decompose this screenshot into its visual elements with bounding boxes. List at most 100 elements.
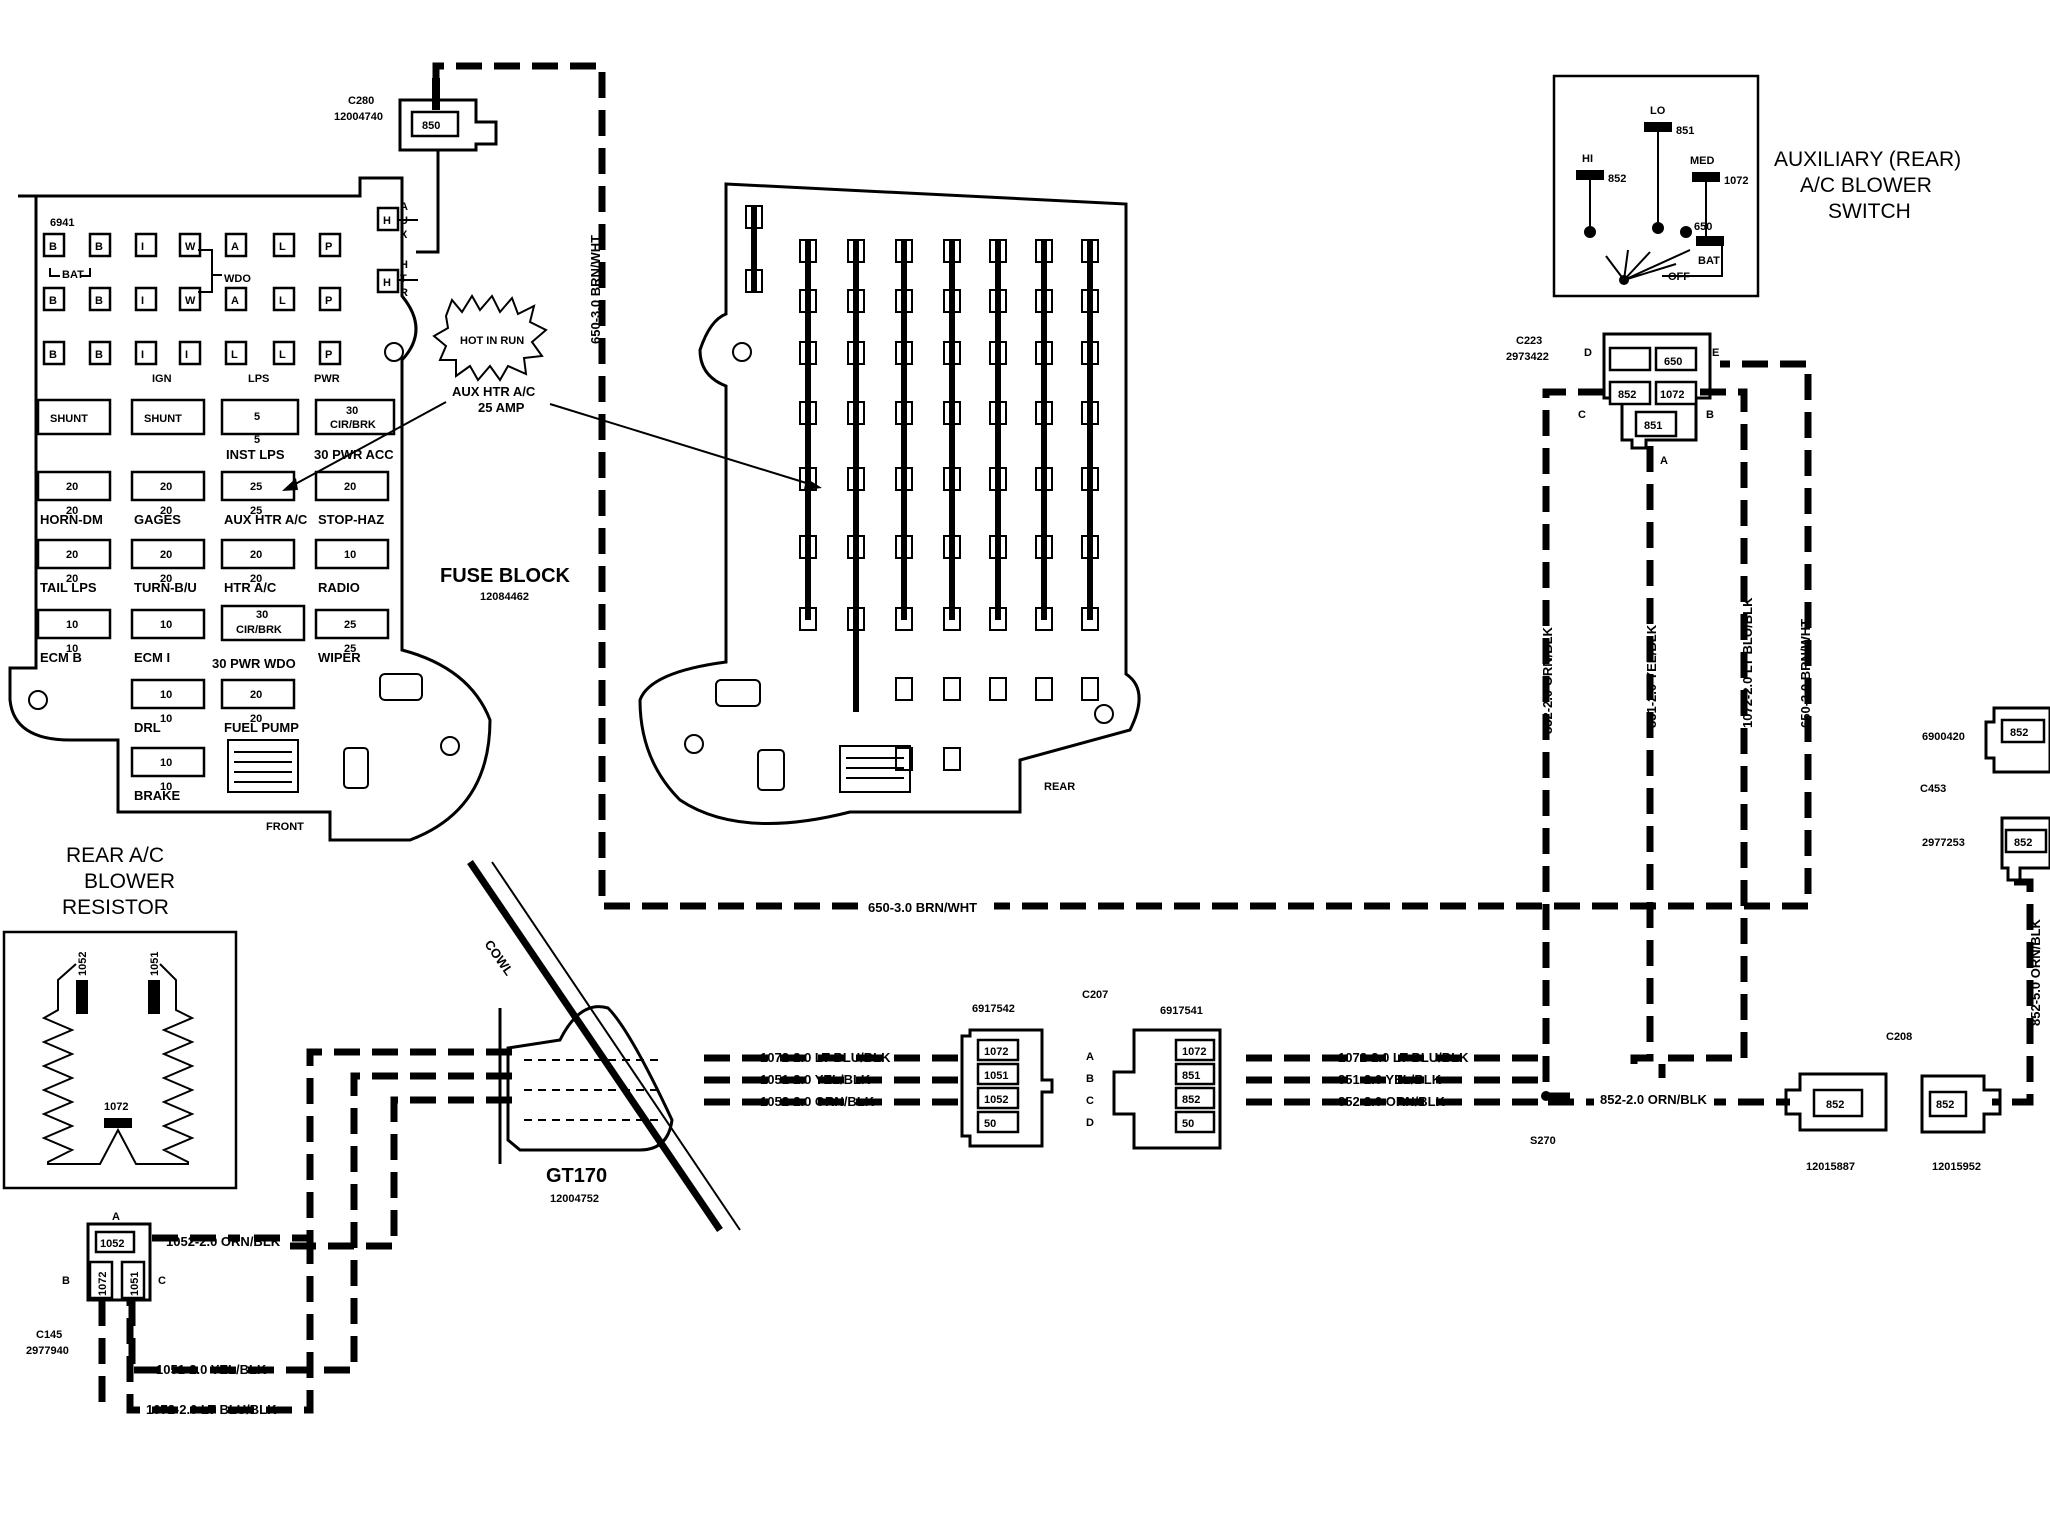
rear-fuse-terminal (895, 747, 913, 771)
svg-text:C145: C145 (36, 1329, 62, 1341)
svg-text:851-2.0 YEL/BLK: 851-2.0 YEL/BLK (1644, 624, 1659, 728)
fuse-terminal (272, 232, 296, 258)
svg-text:852-2.0 ORN/BLK: 852-2.0 ORN/BLK (1540, 626, 1555, 734)
fuse-terminal (318, 232, 342, 258)
fuse-amp-bottom: 10 (66, 643, 78, 655)
fuse-terminal (88, 232, 112, 258)
svg-text:1072: 1072 (97, 1272, 109, 1296)
fuse-label: HORN-DM (40, 512, 103, 527)
svg-text:HOT IN RUN: HOT IN RUN (460, 335, 524, 347)
fuse-amp: 20 (160, 549, 172, 561)
fuse-block-title: FUSE BLOCK (440, 565, 571, 587)
fuse-terminal (178, 232, 202, 258)
fuse-inst-lps (220, 398, 300, 436)
fuse-terminal-letter: W (185, 241, 196, 253)
bat-label: BAT (62, 269, 84, 281)
svg-text:C280: C280 (348, 95, 374, 107)
svg-text:D: D (1584, 347, 1592, 359)
fuse-terminal-letter: A (231, 241, 239, 253)
fuse-terminal (272, 340, 296, 366)
connector-c223: C223 2973422 650 852 1072 851 D E C B A (1506, 332, 1719, 467)
fuse-amp-bottom: 20 (66, 573, 78, 585)
svg-text:2977253: 2977253 (1922, 837, 1965, 849)
fuse-terminal (42, 340, 66, 366)
rear-fuse-terminal (943, 747, 961, 771)
svg-text:30 PWR WDO: 30 PWR WDO (212, 656, 296, 671)
connector-c145: A B C 1052 1072 1051 C145 2977940 1052-2… (26, 1211, 281, 1417)
shunt-2 (130, 398, 206, 436)
svg-text:C207: C207 (1082, 989, 1108, 1001)
fuse-label: WIPER (318, 650, 361, 665)
fuse-terminal-letter: A (231, 295, 239, 307)
fuse (220, 678, 296, 710)
rear-blower-switch: LO 851 HI 852 MED 1072 650 BAT OFF AUXIL… (1552, 74, 1961, 298)
circuit-breaker-pwr-wdo (220, 604, 306, 642)
fuse-amp-bottom: 10 (160, 713, 172, 725)
fuse-label: RADIO (318, 580, 360, 595)
svg-text:2973422: 2973422 (1506, 351, 1549, 363)
rear-fuse-terminal (1081, 677, 1099, 701)
svg-text:BLOWER: BLOWER (84, 870, 175, 893)
c207-row-letter: C (1086, 1095, 1094, 1107)
fuse (36, 538, 112, 570)
svg-text:S270: S270 (1530, 1135, 1556, 1147)
svg-text:1072-2.0 LT BLU/BLK: 1072-2.0 LT BLU/BLK (760, 1050, 891, 1065)
fuse-label: ECM B (40, 650, 82, 665)
svg-text:12004752: 12004752 (550, 1193, 599, 1205)
svg-text:30: 30 (346, 405, 358, 417)
svg-text:C: C (158, 1275, 166, 1287)
wire-650: 650-3.0 BRN/WHT 650-3.0 BRN/WHT (432, 62, 1812, 915)
svg-text:COWL: COWL (482, 937, 517, 978)
c207-left-pin-label: 1051 (984, 1070, 1008, 1082)
svg-text:AUXILIARY (REAR): AUXILIARY (REAR) (1774, 148, 1961, 171)
fuse (130, 538, 206, 570)
fuse-terminal (134, 286, 158, 312)
pwr-label: PWR (314, 373, 340, 385)
svg-text:851: 851 (1676, 125, 1694, 137)
fuse-block-part: 12084462 (480, 591, 529, 603)
svg-text:650: 650 (1694, 221, 1712, 233)
svg-text:CIR/BRK: CIR/BRK (330, 419, 376, 431)
fuse-label: TAIL LPS (40, 580, 97, 595)
c207-row-letter: D (1086, 1117, 1094, 1129)
svg-text:1051-2.0 YEL/BLK: 1051-2.0 YEL/BLK (760, 1072, 871, 1087)
svg-text:650-3.0 BRN/WHT: 650-3.0 BRN/WHT (588, 235, 603, 344)
svg-text:1072-2.0 LT BLU/BLK: 1072-2.0 LT BLU/BLK (1740, 597, 1755, 728)
fuse (314, 538, 390, 570)
svg-text:LO: LO (1650, 105, 1666, 117)
fuse-amp: 25 (250, 481, 262, 493)
c207-right-pin (1174, 1086, 1216, 1110)
c207-left-pin-label: 50 (984, 1118, 996, 1130)
svg-text:852-5.0 ORN/BLK: 852-5.0 ORN/BLK (2028, 918, 2043, 1026)
c207-right-pin (1174, 1038, 1216, 1062)
fuse-terminal (318, 340, 342, 366)
svg-text:SWITCH: SWITCH (1828, 200, 1911, 223)
fuse-terminal-letter: L (279, 241, 286, 253)
fuse-terminal (178, 286, 202, 312)
svg-text:12015887: 12015887 (1806, 1161, 1855, 1173)
svg-text:H: H (383, 215, 391, 227)
svg-text:12004740: 12004740 (334, 111, 383, 123)
front-label: FRONT (266, 821, 304, 833)
svg-text:1072: 1072 (1724, 175, 1748, 187)
svg-text:GT170: GT170 (546, 1165, 607, 1187)
fuse-terminal-letter: L (279, 349, 286, 361)
fuse-amp: 20 (160, 481, 172, 493)
fuse-label: AUX HTR A/C (224, 512, 308, 527)
rear-label: REAR (1044, 781, 1075, 793)
svg-text:B: B (62, 1275, 70, 1287)
fuse-terminal-letter: B (95, 241, 103, 253)
mid-wires: 1072-2.0 LT BLU/BLK 1051-2.0 YEL/BLK 105… (126, 1048, 962, 1414)
fuse (314, 608, 390, 640)
fuse-terminal (224, 340, 248, 366)
rear-fuse-terminal (1035, 677, 1053, 701)
fuse-terminal-letter: I (141, 241, 144, 253)
c207-row-letter: B (1086, 1073, 1094, 1085)
svg-text:852: 852 (2014, 837, 2032, 849)
svg-text:C223: C223 (1516, 335, 1542, 347)
connector-c208: C208 852 12015887 852 12015952 (1784, 1031, 2002, 1173)
svg-text:1052-2.0 ORN/BLK: 1052-2.0 ORN/BLK (760, 1094, 875, 1109)
svg-text:30: 30 (256, 609, 268, 621)
